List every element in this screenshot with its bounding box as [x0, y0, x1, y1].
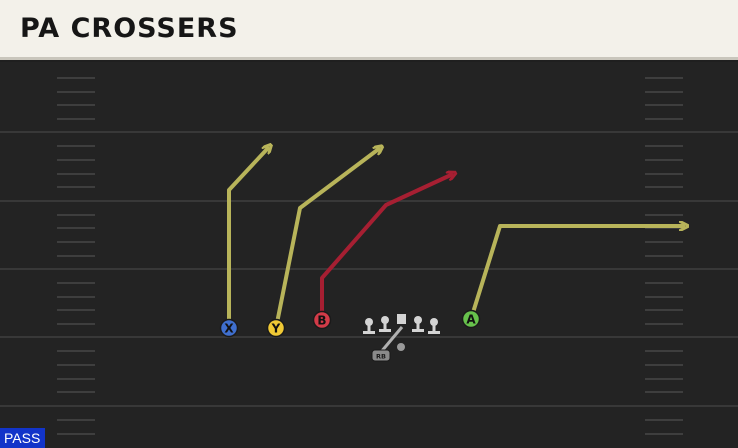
player-a-label: A	[466, 313, 476, 327]
lineman-icon	[428, 318, 440, 334]
player-y-marker	[266, 318, 286, 338]
play-field: X Y B A RB	[0, 62, 738, 448]
player-x-label: X	[224, 322, 234, 336]
route-b	[320, 174, 453, 320]
hash-marks-left	[57, 77, 95, 435]
play-title-bar: PA CROSSERS	[0, 0, 738, 60]
lineman-icon	[379, 316, 391, 332]
play-type-badge: PASS	[0, 428, 46, 448]
center-icon	[397, 314, 406, 324]
route-rb	[379, 326, 404, 353]
route-y	[274, 148, 380, 329]
yard-lines	[0, 131, 738, 407]
play-diagram: X Y B A RB	[0, 77, 738, 435]
route-a	[469, 226, 685, 320]
player-a-marker	[461, 309, 481, 329]
quarterback-icon	[397, 343, 405, 351]
offensive-line	[363, 314, 440, 351]
player-rb-marker	[371, 349, 391, 362]
route-x	[227, 147, 269, 328]
player-a[interactable]: A	[461, 309, 481, 329]
lineman-icon	[363, 318, 375, 334]
player-b[interactable]: B	[312, 310, 332, 330]
play-title: PA CROSSERS	[20, 13, 239, 44]
player-x-marker	[219, 318, 239, 338]
player-rb-label: RB	[376, 353, 386, 361]
hash-marks-right	[645, 77, 683, 435]
player-y-label: Y	[271, 322, 281, 336]
player-y[interactable]: Y	[266, 318, 286, 338]
player-rb[interactable]: RB	[371, 349, 391, 362]
player-b-marker	[312, 310, 332, 330]
player-b-label: B	[317, 314, 326, 328]
player-x[interactable]: X	[219, 318, 239, 338]
lineman-icon	[412, 316, 424, 332]
